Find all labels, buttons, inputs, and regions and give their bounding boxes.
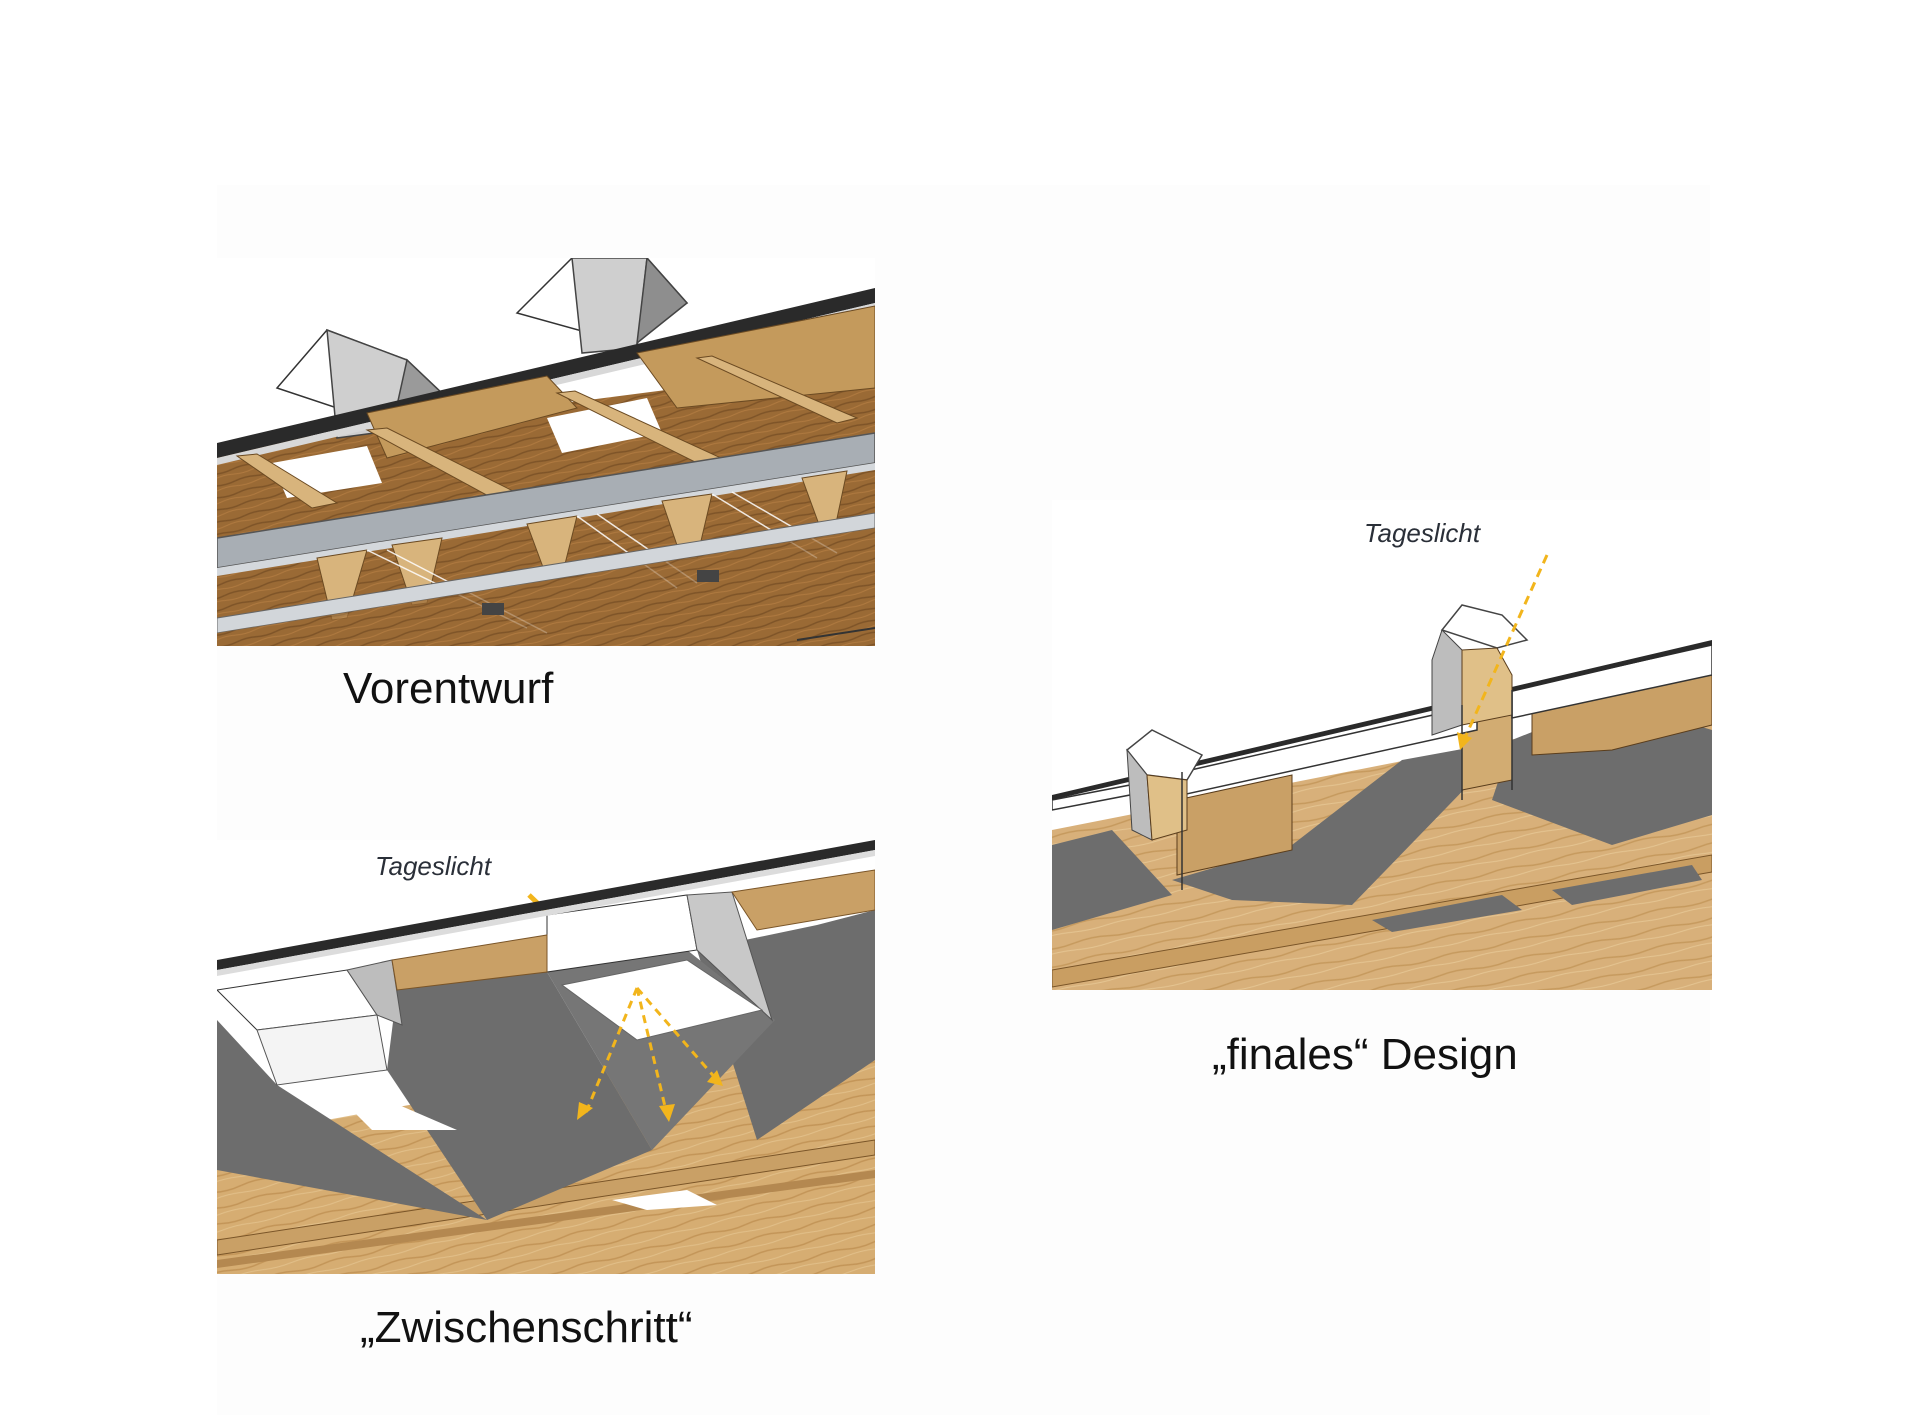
render-finales-design: Tageslicht (1052, 500, 1712, 990)
annotation-tageslicht-zwischenschritt: Tageslicht (375, 851, 493, 881)
caption-finales-design: „finales“ Design (1212, 1030, 1518, 1079)
daylight-arrow (1462, 554, 1549, 741)
render-zwischenschritt: Tageslicht (217, 840, 875, 1274)
caption-vorentwurf: Vorentwurf (343, 664, 554, 713)
annotation-tageslicht-finales: Tageslicht (1364, 518, 1482, 548)
render-vorentwurf (217, 258, 875, 646)
caption-zwischenschritt: „Zwischenschritt“ (360, 1303, 693, 1352)
